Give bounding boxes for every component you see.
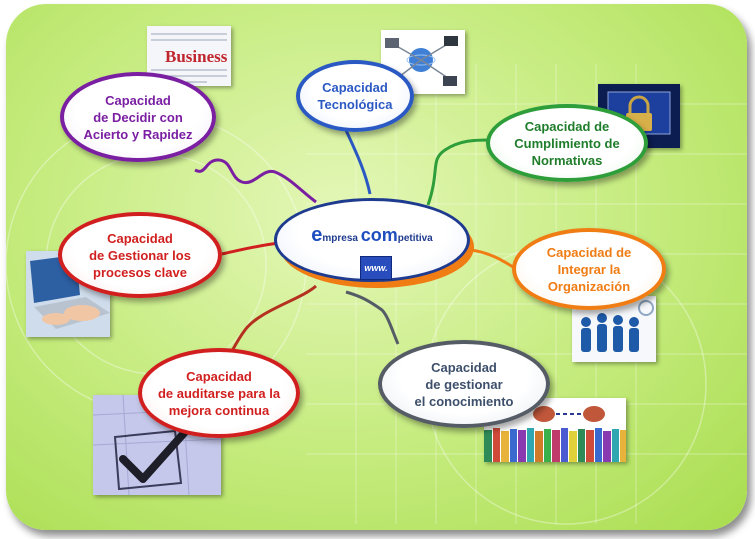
node-conocimiento-label: Capacidad de gestionar el conocimiento <box>414 359 514 409</box>
node-normativas-label: Capacidad de Cumplimiento de Normativas <box>514 118 620 168</box>
center-e: e <box>311 223 323 246</box>
connector-decidir <box>194 158 317 204</box>
center-mpresa: mpresa <box>322 232 361 244</box>
checkmark-image <box>93 395 221 495</box>
node-integrar: Capacidad de Integrar la Organización <box>512 228 666 310</box>
center-com: com <box>360 224 398 245</box>
connector-conocimiento <box>345 290 400 345</box>
connector-auditarse <box>226 284 317 359</box>
node-normativas: Capacidad de Cumplimiento de Normativas <box>486 104 648 182</box>
connector-gestionar <box>221 241 281 256</box>
node-gestionar-procesos-label: Capacidad de Gestionar los procesos clav… <box>89 230 191 280</box>
node-integrar-label: Capacidad de Integrar la Organización <box>546 244 632 294</box>
www-text: www. <box>364 263 388 273</box>
center-node: empresa competitiva www. <box>274 196 478 291</box>
business-word: Business <box>165 47 228 66</box>
node-tecnologica: Capacidad Tecnológica <box>296 60 414 132</box>
node-gestionar-procesos: Capacidad de Gestionar los procesos clav… <box>58 212 222 298</box>
node-tecnologica-label: Capacidad Tecnológica <box>317 80 393 112</box>
node-decidir-label: Capacidad de Decidir con Acierto y Rapid… <box>83 92 193 142</box>
connector-normativas <box>426 138 491 206</box>
node-decidir: Capacidad de Decidir con Acierto y Rapid… <box>60 72 216 162</box>
node-auditarse-label: Capacidad de auditarse para la mejora co… <box>157 368 281 418</box>
node-auditarse: Capacidad de auditarse para la mejora co… <box>138 348 300 438</box>
www-badge: www. <box>360 256 392 280</box>
node-conocimiento: Capacidad de gestionar el conocimiento <box>378 340 550 428</box>
connector-tecnologica <box>343 127 372 195</box>
center-petitiva: petitiva <box>397 232 433 244</box>
